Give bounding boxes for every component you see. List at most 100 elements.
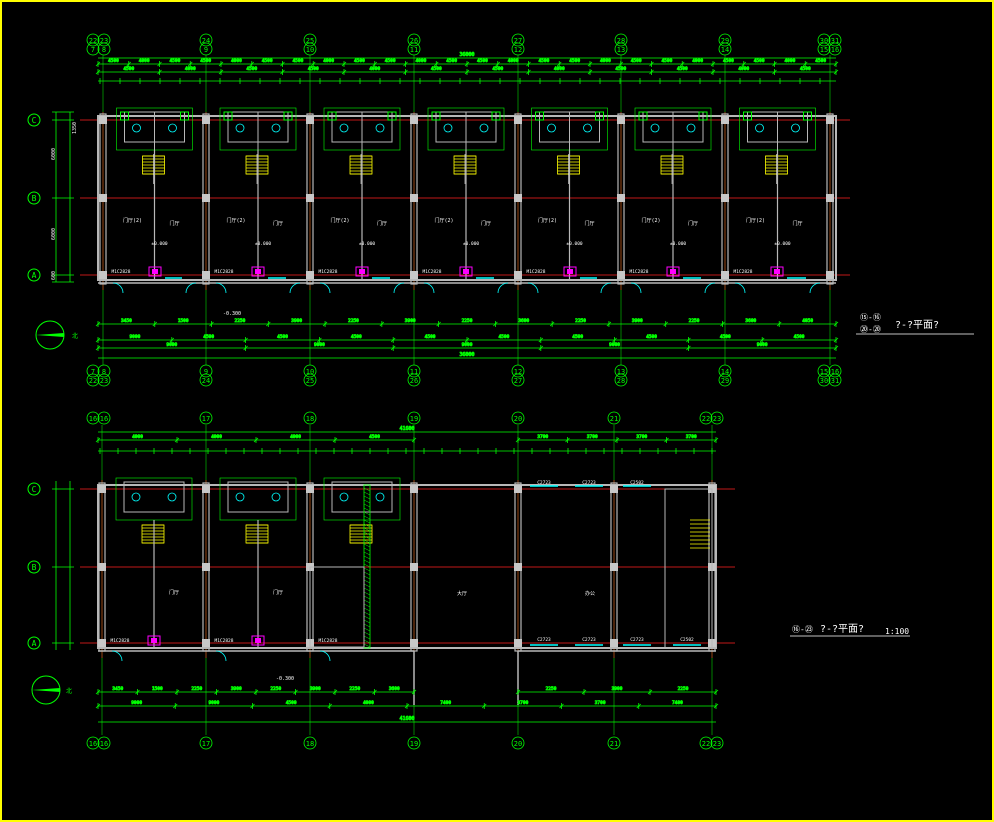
b-bot-dim-a2-slash bbox=[713, 689, 719, 695]
b-hatch bbox=[363, 543, 371, 548]
b-column bbox=[610, 485, 618, 493]
b-entrance-fixture bbox=[251, 635, 265, 646]
b-entrance-fixture-core bbox=[255, 638, 261, 643]
top-bot-dim-a-slash bbox=[663, 321, 668, 327]
axis-bot-0-label: 9 bbox=[204, 368, 208, 376]
toilet-fixture bbox=[132, 123, 141, 133]
svg-text:北: 北 bbox=[72, 332, 78, 340]
axis-top-0-label: 24 bbox=[202, 37, 210, 45]
bottom-plan-title: ⑯-㉓ ?-?平面? 1:100 bbox=[790, 624, 910, 637]
top-bot-dim-a-label: 2250 bbox=[575, 318, 586, 324]
axis-top-2-label: 26 bbox=[410, 37, 418, 45]
svg-text:北: 北 bbox=[66, 687, 72, 695]
top-bot-dim-a-slash bbox=[720, 321, 725, 327]
b-toilet-room bbox=[123, 481, 185, 513]
door-swing bbox=[704, 282, 716, 294]
top-dim-row-a-slash bbox=[157, 61, 162, 67]
door-swing bbox=[527, 282, 539, 294]
b-column bbox=[410, 563, 418, 571]
axis-top-left-b-label: 23 bbox=[100, 37, 108, 45]
axis-bot2-3-bubble bbox=[511, 373, 525, 387]
top-dim-row-a-label: 4000 bbox=[139, 58, 150, 64]
fixture-box bbox=[120, 111, 129, 121]
top-dim-row-a-label: 4500 bbox=[446, 58, 457, 64]
b-axis-top-0-label: 17 bbox=[202, 415, 210, 423]
top-bot-dim-a-slash bbox=[776, 321, 782, 327]
b-toilet-fixture bbox=[339, 492, 349, 502]
b-right-room bbox=[664, 488, 713, 649]
top-bot-dim-b-slash bbox=[833, 337, 839, 343]
b-bot-dim-a1-slash bbox=[293, 689, 298, 695]
b-bot-dim-a2-label: 2250 bbox=[546, 686, 557, 692]
axis-bot-right-a-bubble bbox=[817, 364, 831, 378]
door-swing bbox=[497, 282, 509, 294]
b-hatch bbox=[363, 627, 371, 632]
entrance-fixture-core bbox=[463, 269, 469, 274]
b-hatch bbox=[363, 567, 371, 572]
b-hatch bbox=[363, 555, 371, 560]
b-column bbox=[514, 485, 522, 493]
b-hatch bbox=[363, 587, 371, 592]
top-bot-dim-a-label: 3900 bbox=[632, 318, 643, 324]
top-dim-row-b-slash bbox=[464, 69, 470, 75]
column bbox=[306, 271, 314, 279]
axis-bot2-1-label: 25 bbox=[306, 377, 314, 385]
top-dim-row-b-label: 4000 bbox=[369, 66, 380, 72]
top-bot-dim-c-label: 9000 bbox=[166, 342, 177, 348]
door-swing bbox=[319, 282, 331, 294]
b-axis-bot-4-label: 21 bbox=[610, 740, 618, 748]
b-hatch bbox=[363, 551, 371, 556]
b-toilet-room bbox=[227, 481, 289, 513]
b-axis-top-3-label: 20 bbox=[514, 415, 522, 423]
top-bot-dim-c-label: 9000 bbox=[462, 342, 473, 348]
b-hatch bbox=[363, 591, 371, 596]
top-dim-row-b-slash bbox=[95, 69, 101, 75]
top-row-labels: C B A bbox=[27, 113, 41, 282]
axis-bot2-left-a-label: 22 bbox=[89, 377, 97, 385]
top-dim-row-a-label: 4500 bbox=[723, 58, 734, 64]
top-bot-dim-b-label: 4500 bbox=[498, 334, 509, 340]
b-hatch bbox=[363, 643, 371, 648]
entrance-fixture-core bbox=[670, 269, 676, 274]
top-dim-row-b-label: 4500 bbox=[123, 66, 134, 72]
b-column bbox=[202, 485, 210, 493]
top-dim-row-b-slash bbox=[710, 69, 716, 75]
b-hatch bbox=[363, 623, 371, 628]
top-bot-dim-a-slash bbox=[833, 321, 839, 327]
b-bot-dim-a1-label: 3900 bbox=[310, 686, 321, 692]
b-bot-dim-b-slash bbox=[95, 703, 101, 709]
b-hatch bbox=[363, 531, 371, 536]
top-bot-dim-b-slash bbox=[95, 337, 101, 343]
b-hatch bbox=[363, 491, 371, 496]
top-dim-row-b-slash bbox=[157, 69, 162, 75]
entrance-fixture-core bbox=[774, 269, 780, 274]
axis-bot2-4-label: 28 bbox=[617, 377, 625, 385]
b-hatch bbox=[363, 615, 371, 620]
top-dim-row-a-slash bbox=[679, 61, 685, 67]
axis-top-right-a-label: 30 bbox=[820, 37, 828, 45]
top-bot-dim-c-label: 9000 bbox=[609, 342, 620, 348]
entrance-fixture bbox=[355, 266, 369, 277]
door-label: M1C2828 bbox=[630, 269, 649, 275]
top-dim-row-a-label: 4000 bbox=[692, 58, 703, 64]
top-bot-dim-a-label: 2250 bbox=[235, 318, 246, 324]
b-top-dim-b-slash bbox=[614, 437, 620, 443]
axis-bot-left-b-bubble bbox=[97, 364, 111, 378]
toilet-fixture bbox=[271, 123, 281, 133]
b-axis-top-1-label: 18 bbox=[306, 415, 314, 423]
entrance-fixture-core bbox=[152, 269, 158, 274]
top-bot-dim-b-slash bbox=[759, 337, 765, 343]
top-dim-total: 36000 bbox=[459, 52, 474, 58]
axis-top-5-bubble bbox=[718, 33, 732, 47]
top-dim-row-a-label: 4500 bbox=[108, 58, 119, 64]
top-bot-dim-c-slash bbox=[243, 345, 248, 351]
b-axis-bot-right-a-label: 22 bbox=[702, 740, 710, 748]
door-label: M1C2828 bbox=[215, 269, 234, 275]
level-tag: ±0.000 bbox=[566, 241, 583, 247]
elev-tag: -0.300 bbox=[223, 311, 241, 317]
b-bot-dim-a2-slash bbox=[647, 689, 653, 695]
b-hatch bbox=[363, 571, 371, 576]
axis-top-left-a-bubble bbox=[86, 33, 100, 47]
